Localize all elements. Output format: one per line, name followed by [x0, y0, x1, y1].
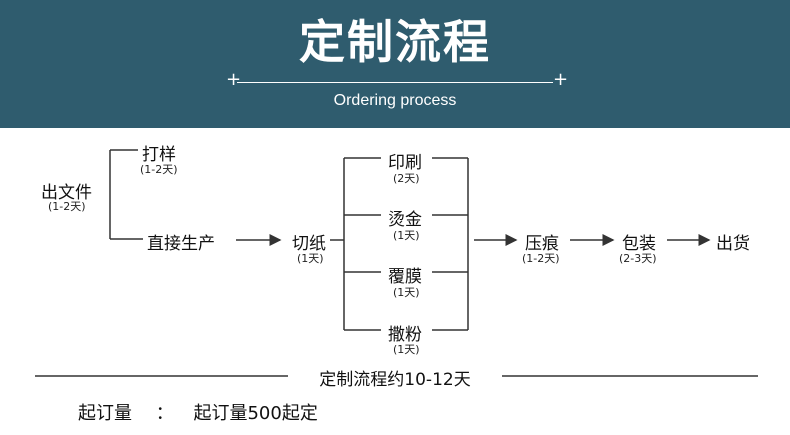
step-crease-label: 压痕: [525, 234, 559, 254]
page-title: 定制流程: [299, 15, 491, 69]
step-sample-label: 打样: [142, 145, 176, 165]
step-laminate-label: 覆膜: [388, 267, 422, 287]
step-file-label: 出文件: [41, 183, 92, 203]
step-foil-label: 烫金: [388, 210, 422, 230]
header-divider: [237, 82, 553, 83]
step-sample-duration: (1-2天): [140, 163, 178, 176]
page-subtitle: Ordering process: [333, 92, 457, 109]
step-pack-label: 包装: [622, 234, 656, 254]
moq-label: 起订量: [78, 403, 132, 424]
total-duration: 定制流程约10-12天: [319, 370, 471, 390]
step-powder-label: 撒粉: [388, 325, 422, 345]
step-cut-duration: (1天): [297, 252, 324, 265]
moq-value: 起订量500起定: [193, 403, 318, 424]
step-cut-label: 切纸: [292, 234, 326, 254]
step-print-label: 印刷: [388, 153, 422, 173]
plus-icon-right: +: [553, 69, 569, 90]
step-ship-label: 出货: [716, 234, 750, 254]
plus-icon-left: +: [226, 69, 242, 90]
step-foil-duration: (1天): [393, 229, 420, 242]
step-pack-duration: (2-3天): [619, 252, 657, 265]
moq-row: 起订量 ： 起订量500起定: [78, 399, 318, 425]
step-crease-duration: (1-2天): [522, 252, 560, 265]
step-powder-duration: (1天): [393, 343, 420, 356]
step-print-duration: (2天): [393, 172, 420, 185]
moq-separator: ：: [155, 403, 174, 424]
step-laminate-duration: (1天): [393, 286, 420, 299]
step-direct-label: 直接生产: [147, 234, 215, 254]
step-file-duration: (1-2天): [48, 200, 86, 213]
header-banner: 定制流程 + + Ordering process: [0, 0, 790, 128]
